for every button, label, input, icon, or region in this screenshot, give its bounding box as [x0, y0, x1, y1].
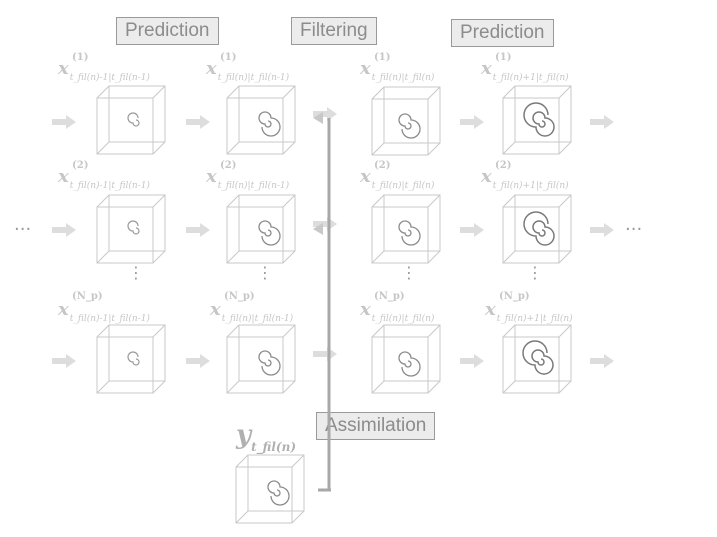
cube — [96, 85, 166, 155]
label-r1-c1: x(1)t_fil(n)-1|t_fil(n-1) — [58, 52, 150, 83]
cube — [502, 85, 572, 155]
ellipsis-left: ··· — [14, 219, 32, 240]
label-r2-c4: x(2)t_fil(n)+1|t_fil(n) — [481, 160, 569, 191]
arrow — [186, 354, 210, 368]
label-r2-c2: x(2)t_fil(n)|t_fil(n-1) — [206, 160, 290, 191]
spiral-large — [523, 211, 555, 246]
label-r2-c3: x(2)t_fil(n)|t_fil(n) — [360, 160, 435, 191]
arrow — [313, 347, 337, 361]
spiral-medium — [258, 111, 281, 137]
observation-cube — [235, 454, 305, 524]
cube — [96, 324, 166, 394]
spiral-large — [522, 340, 554, 375]
label-rn-c1: x(N_p)t_fil(n)-1|t_fil(n-1) — [58, 291, 150, 324]
arrow — [460, 115, 484, 129]
assimilation-header: Assimilation — [316, 412, 436, 440]
arrow — [460, 354, 484, 368]
spiral-medium — [258, 220, 281, 246]
vertical-dots-c4: ⋮ — [527, 263, 543, 282]
prediction-header-left: Prediction — [116, 17, 219, 45]
assimilation-connector — [313, 112, 331, 492]
spiral-medium — [398, 351, 421, 377]
spiral-small — [127, 351, 140, 366]
cube — [226, 324, 296, 394]
ellipsis-right: ··· — [625, 219, 643, 240]
vertical-dots-c1: ⋮ — [128, 263, 144, 282]
spiral-medium — [398, 220, 421, 246]
spiral-large — [523, 102, 555, 137]
spiral-small — [127, 112, 140, 127]
arrow-out — [590, 115, 614, 129]
spiral-medium — [398, 113, 421, 139]
cube — [96, 194, 166, 264]
arrow-in — [52, 223, 76, 237]
vertical-dots-c2: ⋮ — [257, 263, 273, 282]
arrow — [460, 223, 484, 237]
row-1 — [52, 85, 614, 156]
cube — [502, 194, 572, 264]
arrow-in — [52, 115, 76, 129]
label-rn-c3: x(N_p)t_fil(n)|t_fil(n) — [360, 291, 435, 324]
arrow — [186, 115, 210, 129]
arrow — [186, 223, 210, 237]
row-np — [52, 324, 614, 394]
label-r1-c3: x(1)t_fil(n)|t_fil(n) — [360, 52, 435, 83]
cube — [371, 86, 441, 156]
arrow-out — [590, 354, 614, 368]
observation-label: yt_fil(n) — [236, 420, 297, 454]
arrow-in — [52, 354, 76, 368]
label-r1-c2: x(1)t_fil(n)|t_fil(n-1) — [206, 52, 290, 83]
label-rn-c2: x(N_p)t_fil(n)|t_fil(n-1) — [210, 291, 294, 324]
row-2 — [52, 194, 614, 264]
vertical-dots-c3: ⋮ — [401, 263, 417, 282]
cube — [502, 324, 572, 394]
arrow-out — [590, 223, 614, 237]
cube — [226, 194, 296, 264]
label-r1-c4: x(1)t_fil(n)+1|t_fil(n) — [481, 52, 569, 83]
label-r2-c1: x(2)t_fil(n)-1|t_fil(n-1) — [58, 160, 150, 191]
prediction-header-right: Prediction — [451, 19, 554, 47]
cube — [226, 85, 296, 155]
cube — [371, 324, 441, 394]
cube — [371, 194, 441, 264]
label-rn-c4: x(N_p)t_fil(n)+1|t_fil(n) — [485, 291, 573, 324]
filtering-header: Filtering — [291, 17, 377, 45]
spiral-medium — [258, 350, 281, 376]
spiral-small — [127, 220, 140, 235]
observation-spiral — [267, 480, 290, 506]
